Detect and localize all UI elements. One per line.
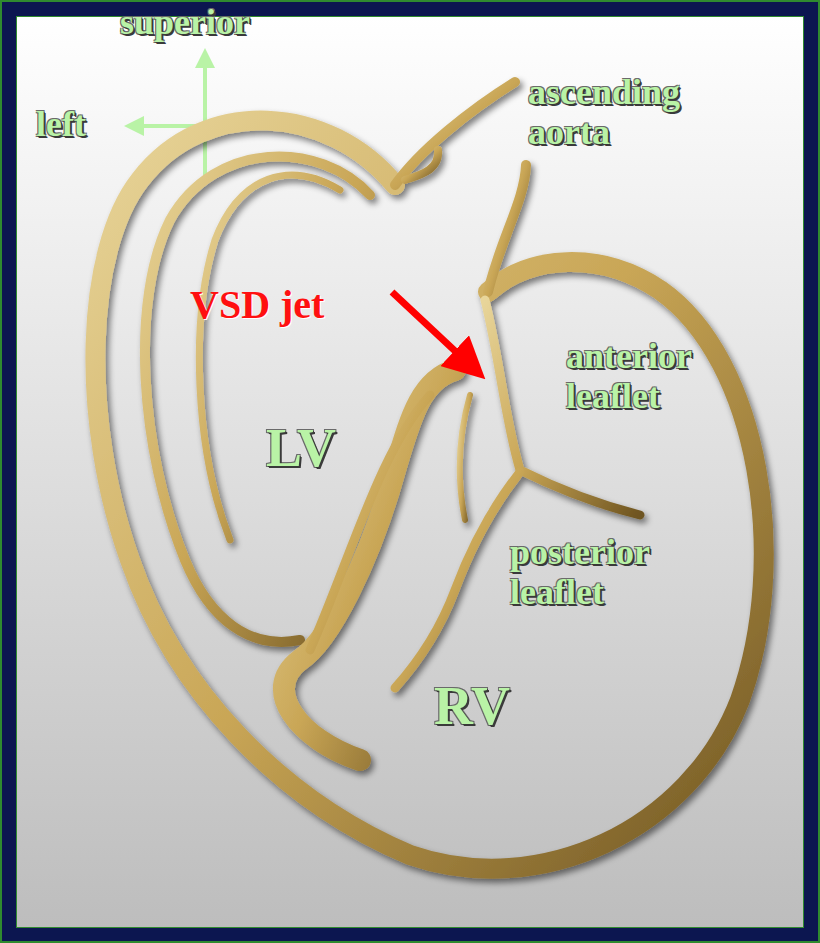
structure-label: posterior leaflet — [510, 532, 700, 612]
structure-label: ascending aorta — [528, 72, 718, 152]
chamber-label: RV — [434, 676, 534, 736]
axis-label: superior — [120, 2, 280, 42]
structure-label: anterior leaflet — [566, 336, 716, 416]
vsd-jet-arrow — [392, 292, 470, 365]
chamber-label: LV — [266, 418, 366, 478]
annotation-label: VSD jet — [190, 282, 380, 327]
axis-label: left — [36, 104, 126, 144]
